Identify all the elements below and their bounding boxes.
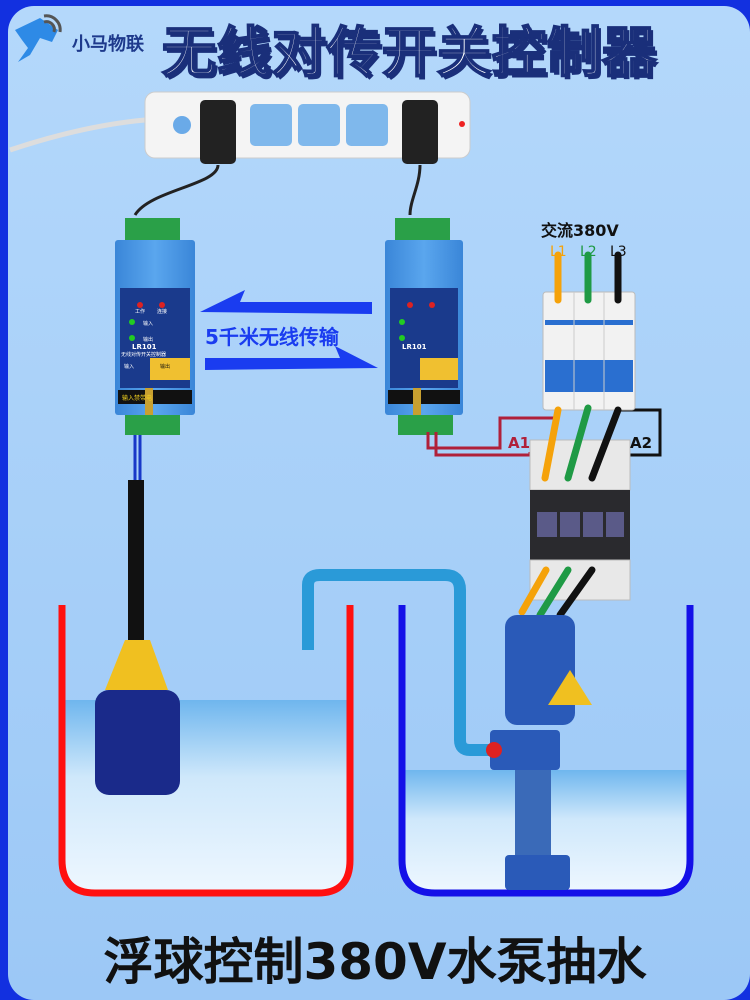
water-pipe <box>302 569 495 756</box>
brand-name: 小马物联 <box>72 34 144 55</box>
phase-l3: L3 <box>610 244 627 260</box>
output-label: 输出 <box>160 363 170 370</box>
float-switch <box>95 640 180 795</box>
water-pump <box>486 615 592 890</box>
power-adapter-right <box>402 100 438 164</box>
phase-l1: L1 <box>550 244 567 260</box>
wireless-arrows-icon <box>200 290 378 370</box>
led-work-label: 工作 <box>135 308 145 315</box>
input-label: 输入 <box>124 363 134 370</box>
model-label: LR101 <box>132 343 157 351</box>
circuit-breaker <box>542 291 636 411</box>
led-in-label: 输入 <box>143 320 153 327</box>
power-strip <box>9 91 471 216</box>
led-out-label: 输出 <box>143 336 153 343</box>
warning-label: 输入禁带电 <box>122 394 152 402</box>
controller-name: 无线对传开关控制器 <box>121 351 166 358</box>
phase-l2: L2 <box>580 244 597 260</box>
float-cable <box>128 480 144 640</box>
coil-a2-label: A2 <box>630 434 652 452</box>
wireless-distance-label: 5千米无线传输 <box>205 325 339 349</box>
page-title: 无线对传开关控制器 <box>161 20 657 85</box>
logo-icon <box>15 14 62 62</box>
led-link-label: 连接 <box>157 308 167 315</box>
coil-a1-label: A1 <box>508 434 530 452</box>
power-label: 交流380V <box>541 221 619 240</box>
controller-right <box>385 218 463 435</box>
bottom-caption: 浮球控制380V水泵抽水 <box>103 933 647 991</box>
model-label-right: LR101 <box>402 343 427 351</box>
power-adapter-left <box>200 100 236 164</box>
controller-left <box>115 218 195 640</box>
